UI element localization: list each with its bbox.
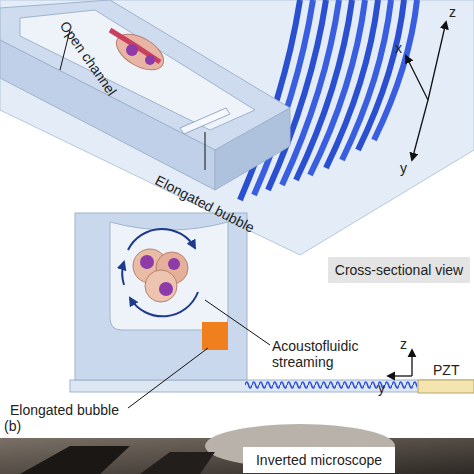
- part-label: Acoustofluidic streaming: [272, 338, 382, 370]
- tag-text: Inverted microscope: [256, 452, 382, 468]
- cell-nucleus: [140, 255, 154, 269]
- axis-label: z: [400, 336, 407, 352]
- streaming-arrow: [122, 262, 124, 285]
- acoustic-wave: [245, 379, 417, 393]
- axes-3d: [406, 22, 446, 160]
- axis-label: y: [378, 380, 385, 396]
- y-axis: [388, 375, 412, 376]
- cell-nucleus: [145, 55, 155, 65]
- axis-label: z: [449, 4, 456, 20]
- cell-body: [145, 270, 177, 302]
- axis-label: x: [395, 40, 402, 56]
- leader-line: [205, 300, 270, 345]
- cell-nucleus: [126, 44, 138, 56]
- cell-cluster-3d: [110, 27, 170, 77]
- tag-text: Cross-sectional view: [335, 262, 463, 278]
- streaming-arrow: [130, 292, 198, 316]
- photo-object: [140, 452, 215, 474]
- substrate-section: [70, 380, 474, 392]
- pzt-layer: [418, 380, 474, 393]
- glass-substrate: [0, 0, 474, 255]
- z-axis: [428, 22, 446, 100]
- cell-nucleus: [159, 282, 173, 296]
- microscope-stage: [205, 424, 395, 468]
- streaming-arrow: [128, 229, 195, 250]
- z-axis: [411, 350, 412, 376]
- cell-body: [110, 27, 169, 77]
- part-label: PZT: [433, 362, 459, 378]
- cell-cluster: [133, 249, 188, 302]
- panel-label: (b): [4, 418, 21, 434]
- wave-band: [374, 0, 417, 140]
- leader-line: [205, 132, 206, 170]
- elongated-bubble-3d: [180, 108, 230, 134]
- view-tag: Cross-sectional view: [328, 257, 470, 283]
- axis-label: y: [400, 160, 407, 176]
- axes-2d: [388, 350, 412, 376]
- y-axis: [412, 100, 428, 160]
- photo-tag: Inverted microscope: [243, 447, 395, 473]
- cell-nucleus: [168, 258, 180, 270]
- elongated-bubble: [202, 322, 228, 350]
- photo-object: [20, 446, 130, 474]
- leader-line: [128, 348, 208, 408]
- channel-section: [110, 222, 228, 330]
- x-axis: [406, 56, 428, 100]
- channel-block-section: [75, 213, 247, 380]
- part-label: Elongated bubble: [10, 402, 119, 418]
